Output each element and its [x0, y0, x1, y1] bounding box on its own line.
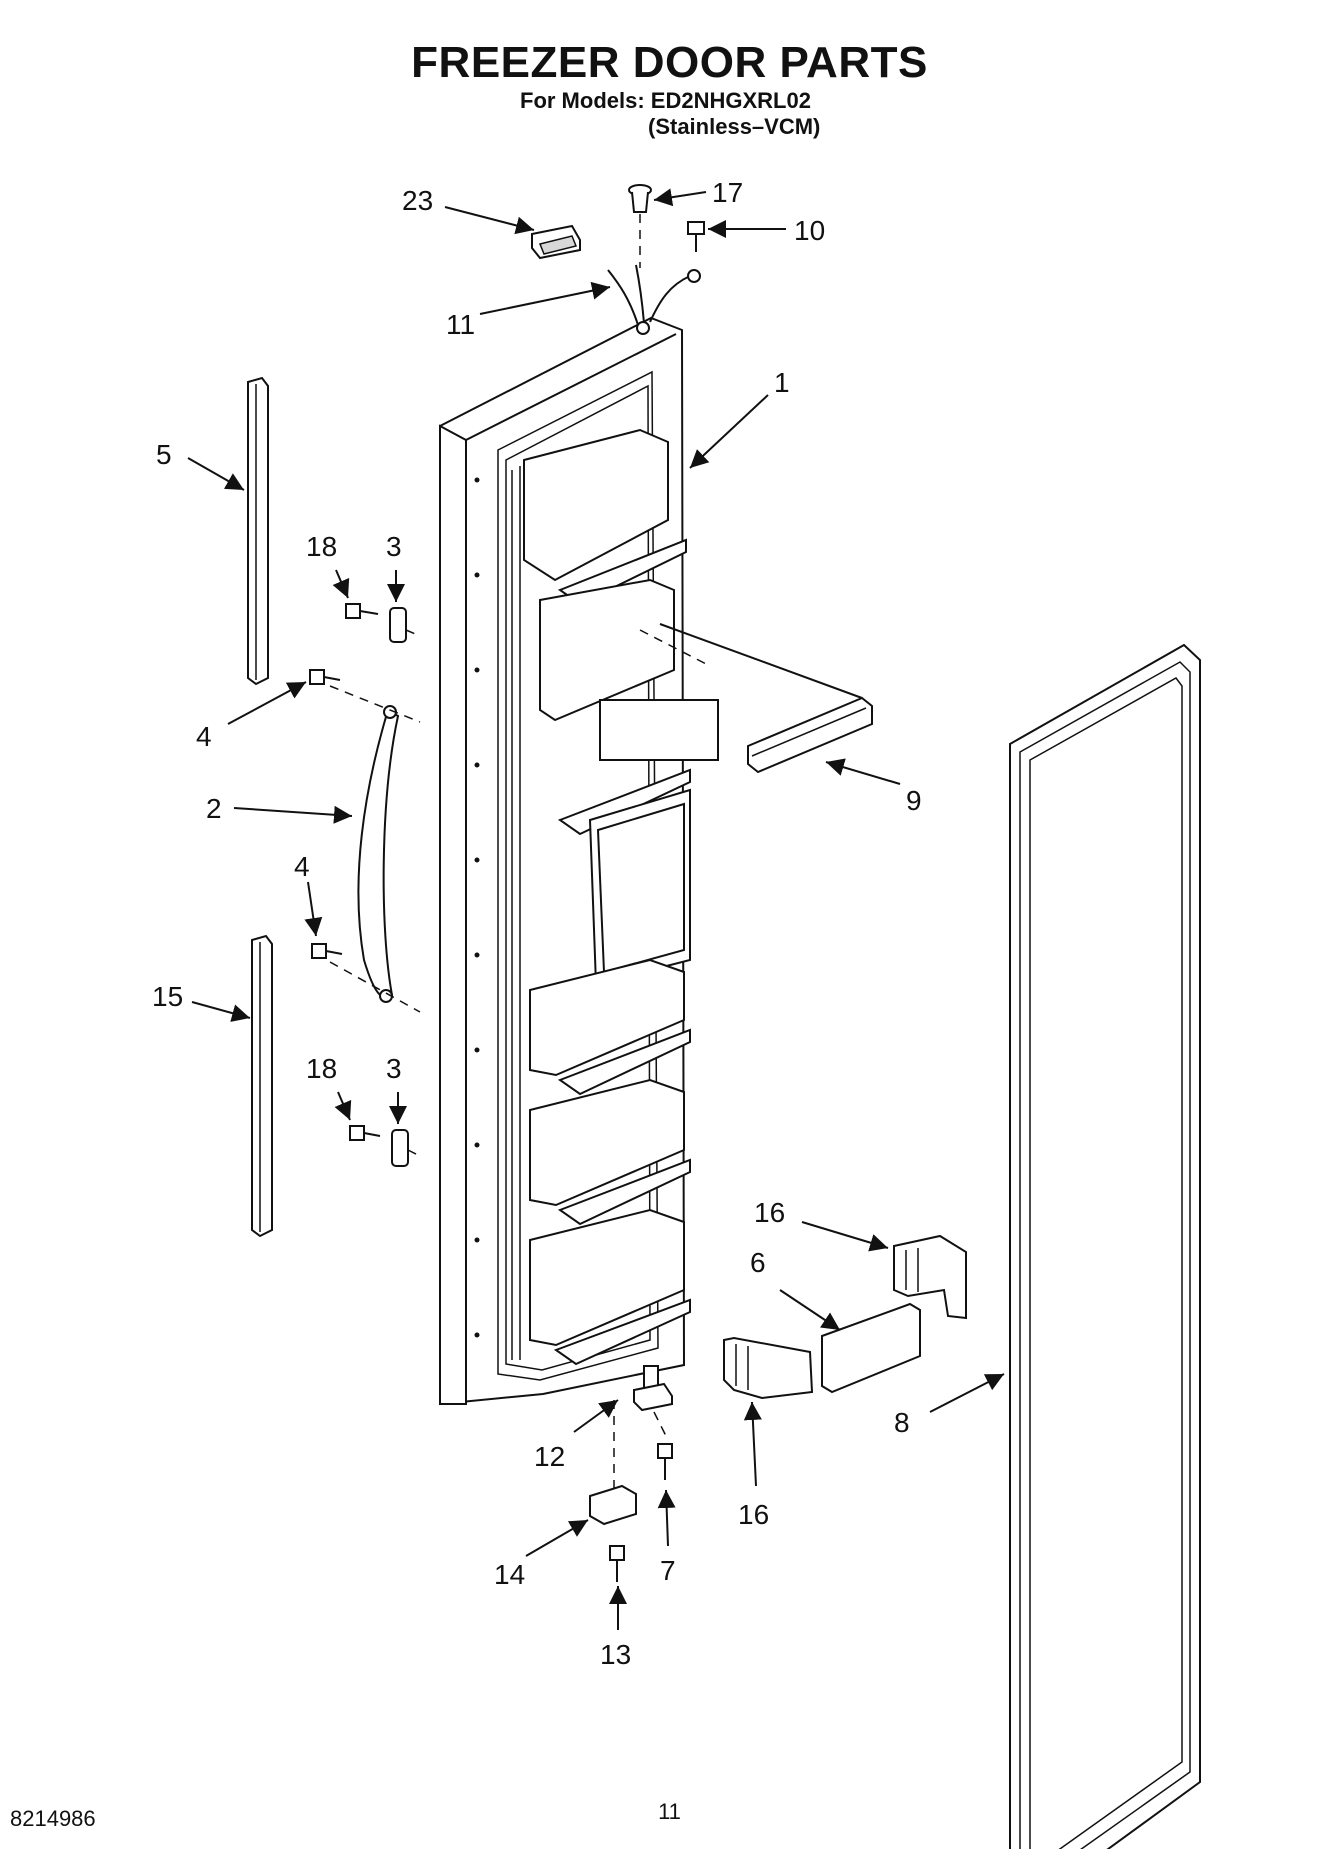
callout-18-lower: 18	[306, 1053, 337, 1084]
callout-10: 10	[794, 215, 825, 246]
part-8-gasket	[1009, 643, 1201, 1849]
part-7-screw	[657, 1443, 673, 1480]
part-4-screw-lower	[311, 943, 343, 959]
callout-15: 15	[152, 981, 183, 1012]
part-23-connector	[531, 224, 581, 260]
part-4-screw-upper	[309, 669, 341, 685]
callout-23: 23	[402, 185, 433, 216]
part-18-screw-upper	[345, 603, 379, 619]
freezer-door	[439, 264, 719, 1406]
callout-4-lower: 4	[294, 851, 310, 882]
callout-9: 9	[906, 785, 922, 816]
callout-11: 11	[446, 309, 475, 340]
part-14-hinge-block	[589, 1400, 637, 1526]
callout-6: 6	[750, 1247, 766, 1278]
leader-arrows	[187, 188, 1005, 1630]
callout-7: 7	[660, 1555, 676, 1586]
part-6-panel	[821, 1302, 921, 1394]
part-3-bracket-lower	[391, 1129, 421, 1167]
part-16-cover-upper	[893, 1234, 967, 1320]
callout-5: 5	[156, 439, 172, 470]
callout-labels: 23 17 10 11 1 5 18 3 4 2 9 4 15 18 3 16 …	[152, 177, 922, 1670]
part-2-handle	[329, 685, 421, 1013]
part-3-bracket-upper	[389, 607, 421, 643]
page-title: FREEZER DOOR PARTS	[411, 38, 928, 87]
callout-4-upper: 4	[196, 721, 212, 752]
callout-17: 17	[712, 177, 743, 208]
door-shelves	[523, 428, 719, 1366]
part-9-trim-bar	[639, 623, 873, 774]
part-10-screw	[687, 221, 705, 252]
callout-12: 12	[534, 1441, 565, 1472]
part-13-screw	[609, 1545, 625, 1582]
callout-1: 1	[774, 367, 790, 398]
callout-14: 14	[494, 1559, 525, 1590]
part-5-trim-strip	[247, 376, 269, 686]
part-16-cover-lower	[723, 1336, 814, 1400]
callout-16-upper: 16	[754, 1197, 785, 1228]
callout-16-lower: 16	[738, 1499, 769, 1530]
door-edge-holes	[474, 477, 480, 1338]
part-17-plug	[628, 184, 652, 268]
callout-3-upper: 3	[386, 531, 402, 562]
callout-13: 13	[600, 1639, 631, 1670]
callout-8: 8	[894, 1407, 910, 1438]
part-12-hinge-pin	[633, 1365, 673, 1437]
page-number: 11	[658, 1799, 681, 1824]
model-line: For Models: ED2NHGXRL02	[520, 88, 811, 113]
callout-2: 2	[206, 793, 222, 824]
callout-3-lower: 3	[386, 1053, 402, 1084]
variant-line: (Stainless–VCM)	[648, 114, 821, 139]
callout-18-upper: 18	[306, 531, 337, 562]
part-18-screw-lower	[349, 1125, 381, 1141]
document-number: 8214986	[10, 1806, 96, 1831]
part-15-trim-strip	[251, 934, 273, 1238]
